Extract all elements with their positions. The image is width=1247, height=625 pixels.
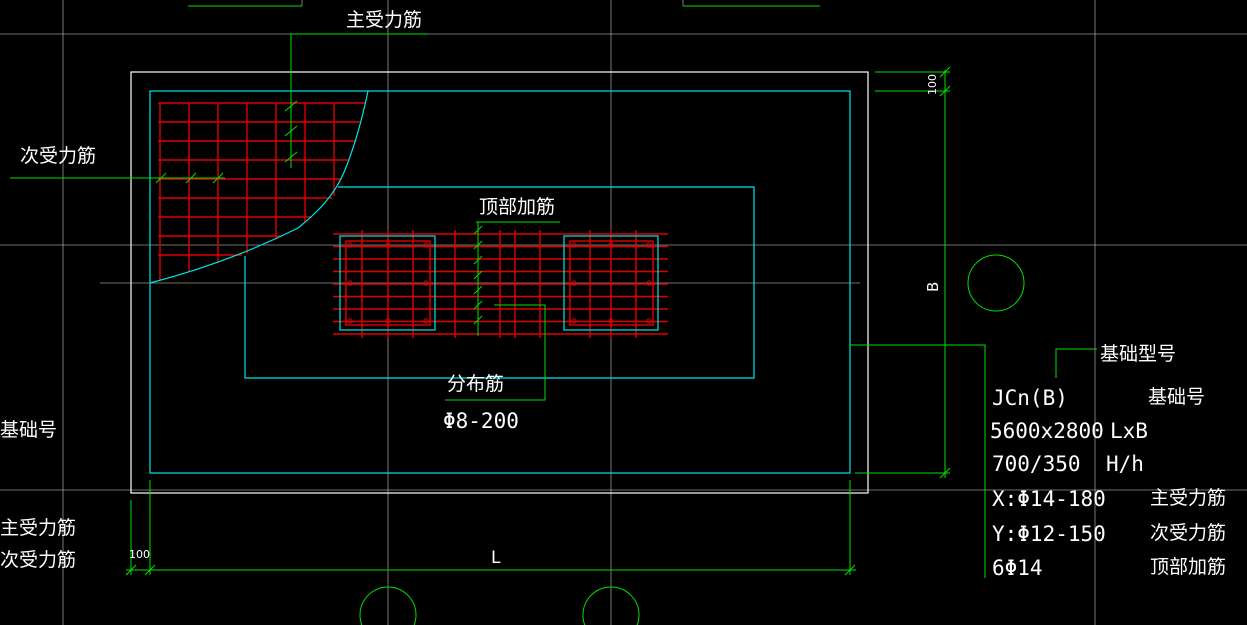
column-bar [423,242,429,248]
column-bar [347,318,353,324]
label-distribution-rebar: 分布筋 [447,373,504,395]
legend-value-3: 700/350 [992,452,1081,476]
column-bar [423,318,429,324]
column-bar [571,318,577,324]
axis-bubble-bottom-left [359,586,417,625]
legend-desc-1: 基础号 [1148,386,1205,408]
foundation-legend: 基础型号 JCn(B) 基础号 5600x2800 LxB 700/350 H/… [990,343,1226,580]
legend-title: 基础型号 [1100,343,1176,365]
column-bar [646,318,652,324]
column-bar [385,242,391,248]
legend-value-5: Y:Φ12-150 [992,522,1106,546]
column-bar [646,242,652,248]
legend-desc-5: 次受力筋 [1150,522,1226,544]
tick-mark [473,240,483,250]
label-secondary-rebar-left: 次受力筋 [20,145,96,167]
column-bar [385,318,391,324]
pedestal-outline [244,186,755,379]
legend-desc-2: LxB [1110,419,1148,443]
dim-100-right: 100 [926,74,939,95]
legend-desc-6: 顶部加筋 [1150,556,1226,578]
label-main-rebar-left: 主受力筋 [0,517,76,539]
tick-mark [473,300,483,310]
column-bar [347,280,353,286]
top-rebar-grid [333,230,668,338]
column-left [339,235,436,331]
leader-lines [10,33,1097,578]
label-distribution-spec: Φ8-200 [443,409,519,433]
label-main-rebar-top: 主受力筋 [346,9,422,31]
legend-value-1: JCn(B) [992,386,1068,410]
axis-bubble-bottom-right [582,586,640,625]
foundation-outer-outline [130,71,869,494]
tick-mark [473,285,483,295]
column-bar [571,242,577,248]
tick-mark [473,225,483,235]
column-bar [347,242,353,248]
legend-desc-3: H/h [1106,452,1144,476]
foundation-inner-outline [149,90,851,474]
top-add-rebar-marker [473,221,560,336]
legend-desc-4: 主受力筋 [1150,487,1226,509]
label-top-add-rebar: 顶部加筋 [479,196,555,218]
tick-mark [473,315,483,325]
dim-l: L [491,548,501,568]
dimension-lines [125,66,951,576]
break-line [149,90,369,284]
column-bar [423,280,429,286]
column-bar [571,280,577,286]
column-bar [608,242,614,248]
dim-100-bottom: 100 [129,548,150,561]
column-right [563,235,659,331]
column-bar [608,318,614,324]
label-foundation-no-left: 基础号 [0,419,57,441]
axis-bubble-right [967,254,1025,312]
label-secondary-rebar-bottom-left: 次受力筋 [0,549,76,571]
column-bar [646,280,652,286]
legend-value-2: 5600x2800 [990,419,1104,443]
legend-value-6: 6Φ14 [992,556,1043,580]
top-edge-lines [188,0,820,7]
tick-mark [473,270,483,280]
dim-b: B [924,282,942,292]
bottom-rebar-mesh [158,102,366,280]
legend-value-4: X:Φ14-180 [992,487,1106,511]
tick-mark [473,255,483,265]
